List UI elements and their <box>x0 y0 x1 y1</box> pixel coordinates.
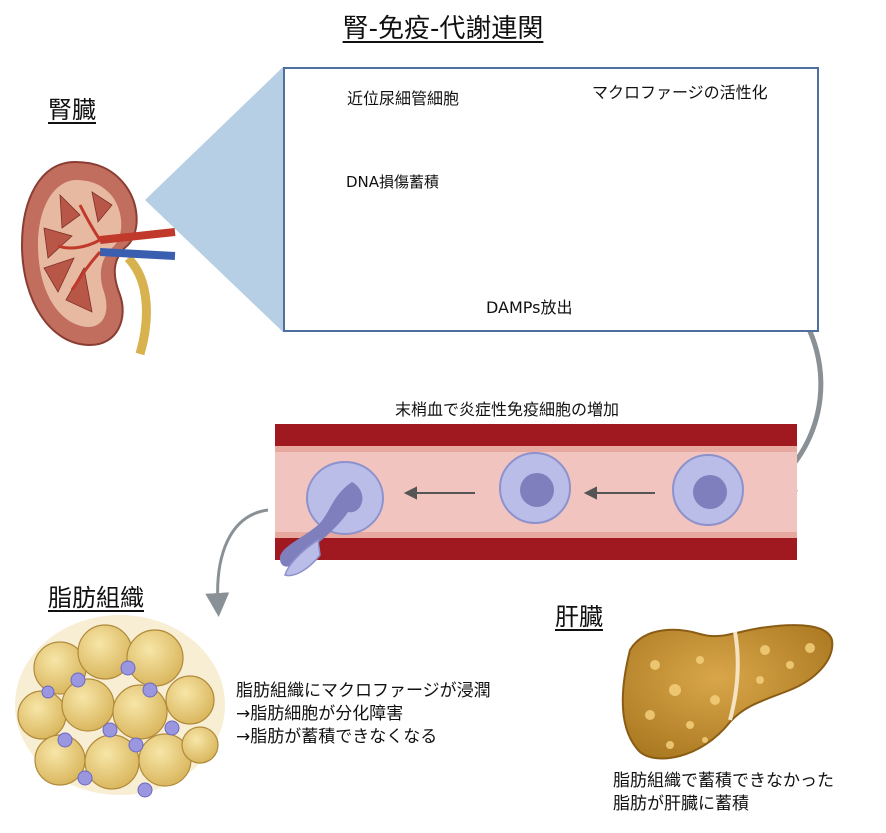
blood-increase-label: 末梢血で炎症性免疫細胞の増加 <box>395 400 620 419</box>
kidney-zoom-panel <box>283 67 819 332</box>
adipose-tissue-illustration <box>15 615 225 798</box>
proximal-tubule-label: 近位尿細管細胞 <box>347 89 460 108</box>
kidney-illustration <box>20 160 176 356</box>
dna-damage-label: DNA損傷蓄積 <box>346 173 440 191</box>
adipose-line: →脂肪細胞が分化障害 <box>236 704 404 724</box>
liver-description: 脂肪組織で蓄積できなかった 脂肪が肝臓に蓄積 <box>613 770 834 816</box>
macrophage-activation-label: マクロファージの活性化 <box>592 83 768 102</box>
liver-body <box>621 624 834 760</box>
transmigrating-cell <box>279 461 384 577</box>
page-title: 腎-免疫-代謝連関 <box>342 14 544 44</box>
liver-label: 肝臓 <box>555 603 603 631</box>
adipose-description: 脂肪組織にマクロファージが浸潤 →脂肪細胞が分化障害 →脂肪が蓄積できなくなる <box>236 680 491 749</box>
adipose-line: →脂肪が蓄積できなくなる <box>236 727 438 747</box>
zoom-wedge <box>145 67 283 332</box>
immune-cell <box>672 454 744 526</box>
curved-arrow-to-adipose <box>205 508 269 617</box>
immune-cell <box>499 452 571 524</box>
liver-line: 脂肪が肝臓に蓄積 <box>613 794 749 814</box>
adipose-label: 脂肪組織 <box>48 584 144 612</box>
liver-illustration <box>621 624 834 760</box>
kidney-label: 腎臓 <box>48 96 96 124</box>
liver-line: 脂肪組織で蓄積できなかった <box>613 771 834 791</box>
flow-arrows <box>403 486 655 500</box>
damps-label: DAMPs放出 <box>486 298 573 317</box>
ureter <box>124 254 151 356</box>
circulating-immune-cells <box>279 452 744 577</box>
adipose-line: 脂肪組織にマクロファージが浸潤 <box>236 681 491 701</box>
